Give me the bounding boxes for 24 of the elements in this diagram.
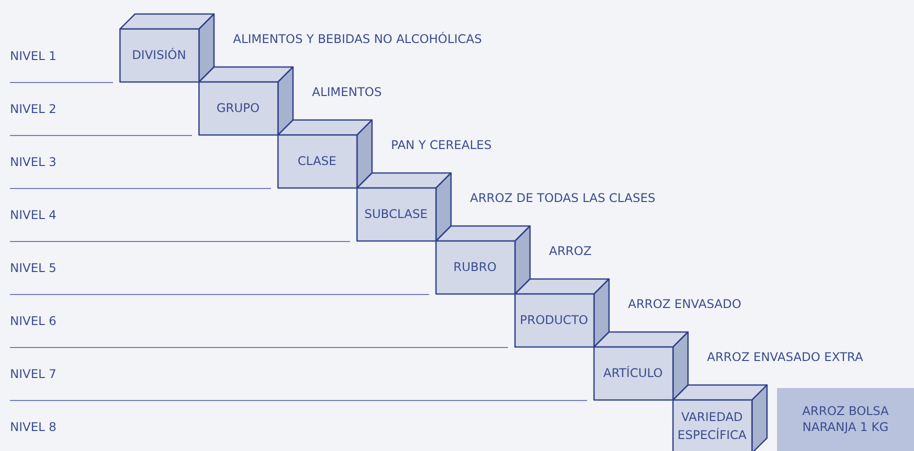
- description-text: ARROZ: [549, 244, 592, 258]
- description-text: ARROZ DE TODAS LAS CLASES: [470, 191, 656, 205]
- level-label: NIVEL 6: [10, 314, 56, 328]
- level-label: NIVEL 8: [10, 420, 56, 434]
- level-label: NIVEL 5: [10, 261, 56, 275]
- level-label: NIVEL 2: [10, 102, 56, 116]
- cube-label: ARTÍCULO: [603, 364, 663, 382]
- cube-label: SUBCLASE: [364, 206, 428, 223]
- cube-label: GRUPO: [216, 100, 260, 117]
- level-label: NIVEL 4: [10, 208, 56, 222]
- cube-label: CLASE: [298, 152, 336, 170]
- cube-label: DIVISIÓN: [132, 46, 186, 64]
- description-text: PAN Y CEREALES: [391, 138, 492, 152]
- description-text: ARROZ ENVASADO EXTRA: [707, 350, 864, 364]
- cube-label: VARIEDAD ESPECÍFICA: [676, 409, 748, 444]
- level-label: NIVEL 1: [10, 49, 56, 63]
- level-label: NIVEL 3: [10, 155, 56, 169]
- description-text: ALIMENTOS: [312, 85, 382, 99]
- description-text: ARROZ ENVASADO: [628, 297, 742, 311]
- level-label: NIVEL 7: [10, 367, 56, 381]
- cube-label: RUBRO: [453, 258, 497, 276]
- description-text: ALIMENTOS Y BEBIDAS NO ALCOHÓLICAS: [233, 32, 482, 46]
- result-box: ARROZ BOLSA NARANJA 1 KG: [777, 388, 914, 451]
- cube-label: PRODUCTO: [520, 312, 588, 329]
